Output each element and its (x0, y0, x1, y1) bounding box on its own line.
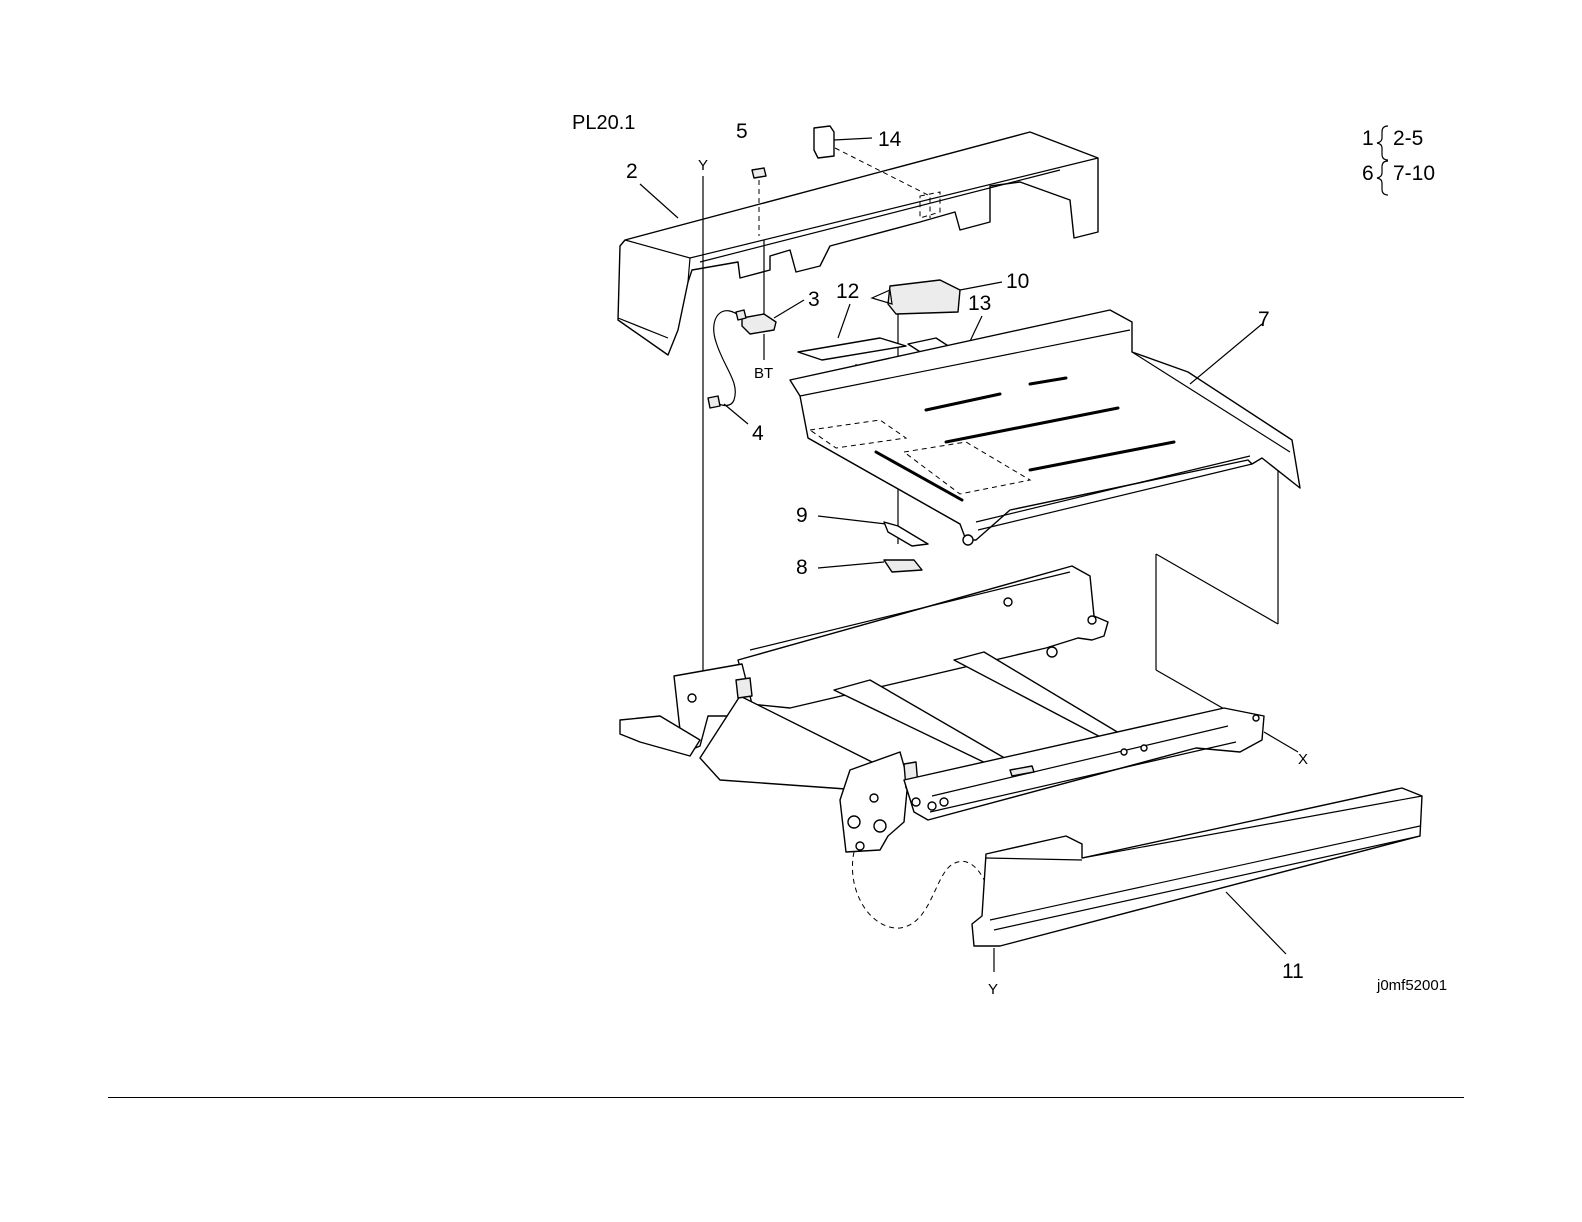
legend-brace-1 (1377, 126, 1388, 160)
bt-label: BT (754, 365, 773, 382)
frame-assembly: X (620, 566, 1308, 852)
part-8-pad: 8 (796, 556, 922, 579)
legend-range-1: 2-5 (1393, 127, 1423, 150)
part-9-bracket: 9 (796, 504, 928, 546)
callout-7: 7 (1258, 308, 1270, 331)
part-14-clip: 14 (814, 126, 902, 158)
footer-rule (108, 1097, 1464, 1098)
projection-box (1156, 470, 1278, 710)
parts-legend: 1 2-5 6 7-10 (1362, 126, 1435, 195)
legend-brace-6 (1377, 161, 1388, 195)
callout-10: 10 (1006, 270, 1029, 293)
part-2-top-cover (618, 132, 1098, 355)
callout-14: 14 (878, 128, 902, 151)
callout-13: 13 (968, 292, 991, 315)
callout-11: 11 (1282, 960, 1304, 983)
y-label-top: Y (698, 157, 708, 174)
legend-parent-1: 1 (1362, 127, 1374, 150)
callout-8: 8 (796, 556, 808, 579)
harness-loop (852, 852, 990, 928)
callout-2-group: 2 (626, 160, 678, 218)
callout-12: 12 (836, 280, 859, 303)
callout-2: 2 (626, 160, 638, 183)
callout-3: 3 (808, 288, 820, 311)
callout-9: 9 (796, 504, 808, 527)
legend-range-6: 7-10 (1393, 162, 1435, 185)
part-11-front-cover: 11 Y (972, 788, 1422, 998)
x-label: X (1298, 751, 1308, 768)
legend-parent-6: 6 (1362, 162, 1374, 185)
callout-5: 5 (736, 120, 748, 143)
y-label-bottom: Y (988, 981, 998, 998)
callout-4: 4 (752, 422, 764, 445)
